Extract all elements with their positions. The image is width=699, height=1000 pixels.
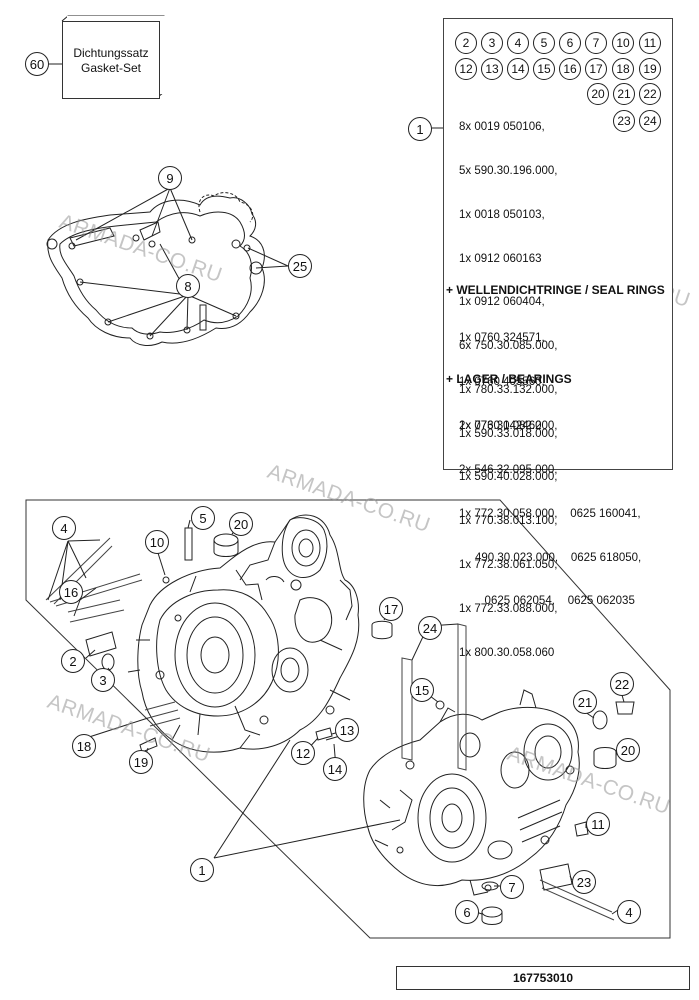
callout-20[interactable]: 20: [229, 512, 253, 536]
callout-15[interactable]: 15: [410, 678, 434, 702]
grid-callout[interactable]: 19: [639, 58, 661, 80]
callout-5[interactable]: 5: [191, 506, 215, 530]
grid-callout[interactable]: 6: [559, 32, 581, 54]
part-line: 1x 590.33.018.000,: [459, 427, 558, 440]
callout-21[interactable]: 21: [573, 690, 597, 714]
grid-callout[interactable]: 4: [507, 32, 529, 54]
grid-callout[interactable]: 11: [639, 32, 661, 54]
callout-7[interactable]: 7: [500, 875, 524, 899]
callout-6[interactable]: 6: [455, 900, 479, 924]
grid-callout[interactable]: 24: [639, 110, 661, 132]
callout-11[interactable]: 11: [586, 812, 610, 836]
callout-23[interactable]: 23: [572, 870, 596, 894]
part-line: 1x 772.33.088.000,: [459, 602, 558, 615]
drawing-number: 167753010: [512, 971, 574, 985]
part-line: 1x 0912 060404,: [459, 296, 545, 309]
part-line: 8x 0019 050106,: [459, 121, 545, 134]
callout-9[interactable]: 9: [158, 166, 182, 190]
callout-20-lower[interactable]: 20: [616, 738, 640, 762]
part-line: 1x 0760 142460: [459, 419, 542, 432]
part-line: 1x 772.30.058.000, 0625 160041,: [459, 507, 641, 520]
gasket-outline: [47, 195, 265, 346]
grid-callout[interactable]: 20: [587, 83, 609, 105]
exploded-view-frame: [25, 499, 671, 939]
gasket-set-label-en: Gasket-Set: [80, 61, 142, 75]
callout-4[interactable]: 4: [52, 516, 76, 540]
grid-callout[interactable]: 14: [507, 58, 529, 80]
grid-callout[interactable]: 7: [585, 32, 607, 54]
part-line: 1x 0760 324571,: [459, 332, 545, 345]
part-line: 1x 770.38.013.100,: [459, 515, 558, 528]
callout-13[interactable]: 13: [335, 718, 359, 742]
callout-12[interactable]: 12: [291, 741, 315, 765]
callout-14[interactable]: 14: [323, 757, 347, 781]
grid-callout[interactable]: 15: [533, 58, 555, 80]
grid-callout[interactable]: 21: [613, 83, 635, 105]
part-line: 0625 062054, 0625 062035: [459, 595, 635, 608]
part-line: 1x 772.38.061.050,: [459, 559, 558, 571]
callout-19[interactable]: 19: [129, 750, 153, 774]
part-line: 1x 800.30.058.060: [459, 646, 555, 659]
part-line: 5x 590.30.196.000,: [459, 164, 558, 177]
left-crankcase-art: [127, 514, 360, 753]
callout-1[interactable]: 1: [190, 858, 214, 882]
part-line: 1x 0018 050103,: [459, 208, 545, 221]
seal-rings-list: 1x 0760 324571, 1x 0760 405560, 1x 0760 …: [459, 302, 545, 463]
seal-rings-title: + WELLENDICHTRINGE / SEAL RINGS: [446, 283, 665, 297]
grid-callout[interactable]: 2: [455, 32, 477, 54]
part-line: 2x 773.30.082.200,: [459, 420, 558, 433]
part-line: 1x 0912 060163: [459, 252, 542, 265]
callout-16[interactable]: 16: [59, 580, 83, 604]
right-crankcase-art: [363, 689, 580, 896]
callout-10[interactable]: 10: [145, 530, 169, 554]
callout-4-lower[interactable]: 4: [617, 900, 641, 924]
part-line: 6x 750.30.085.000,: [459, 340, 558, 353]
gasket-set-box: Dichtungssatz Gasket-Set: [62, 21, 160, 99]
callout-60[interactable]: 60: [25, 52, 49, 76]
bearings-list: 2x 773.30.082.200, 2x 546.32.095.000, 1x…: [459, 390, 641, 638]
drawing-number-box: 167753010: [396, 966, 690, 990]
callout-18[interactable]: 18: [72, 734, 96, 758]
callout-8[interactable]: 8: [176, 274, 200, 298]
part-line: 1x 0760 405560,: [459, 375, 545, 388]
callout-1-parts-list[interactable]: 1: [408, 117, 432, 141]
grid-callout[interactable]: 5: [533, 32, 555, 54]
grid-callout[interactable]: 10: [612, 32, 634, 54]
grid-callout[interactable]: 12: [455, 58, 477, 80]
grid-callout[interactable]: 16: [559, 58, 581, 80]
callout-24[interactable]: 24: [418, 616, 442, 640]
grid-callout[interactable]: 23: [613, 110, 635, 132]
housing-parts-list: 8x 0019 050106, 5x 590.30.196.000, 1x 00…: [459, 91, 557, 689]
parts-list-panel: 2 3 4 5 6 7 10 11 12 13 14 15 16 17 18 1…: [443, 18, 673, 659]
part-line: 2x 546.32.095.000,: [459, 463, 558, 476]
grid-callout[interactable]: 17: [585, 58, 607, 80]
callout-22[interactable]: 22: [610, 672, 634, 696]
callout-3[interactable]: 3: [91, 668, 115, 692]
callout-25[interactable]: 25: [288, 254, 312, 278]
grid-callout[interactable]: 13: [481, 58, 503, 80]
gasket-set-label-de: Dichtungssatz: [73, 46, 149, 60]
part-line: 1x 780.33.132.000,: [459, 383, 558, 396]
bearings-title: + LAGER / BEARINGS: [446, 372, 572, 386]
part-line: 490.30.023.000, 0625 618050,: [459, 551, 642, 564]
grid-callout[interactable]: 22: [639, 83, 661, 105]
grid-callout[interactable]: 3: [481, 32, 503, 54]
callout-17[interactable]: 17: [379, 597, 403, 621]
part-line: 1x 590.40.028.000,: [459, 471, 558, 484]
callout-2[interactable]: 2: [61, 649, 85, 673]
grid-callout[interactable]: 18: [612, 58, 634, 80]
